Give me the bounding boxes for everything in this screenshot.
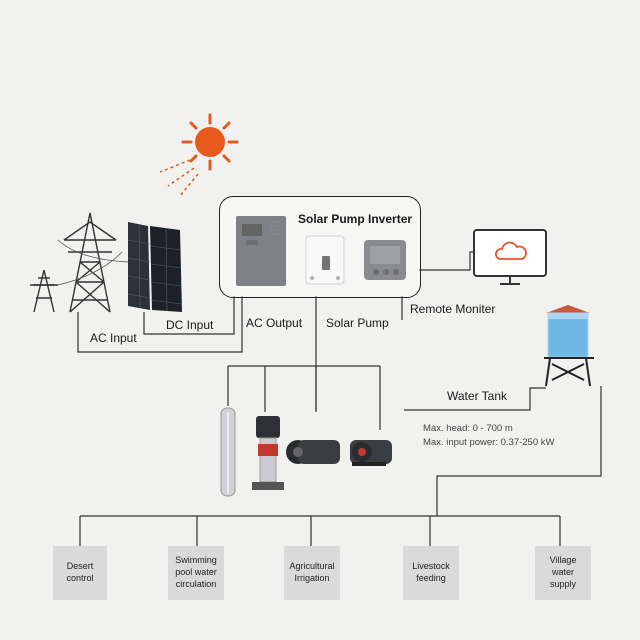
application-box-irrigation: Agricultural Irrigation — [284, 546, 340, 600]
sunlight-arrows-icon — [159, 159, 199, 197]
ac-output-label: AC Output — [246, 316, 303, 330]
monitor-cloud-icon — [473, 229, 547, 285]
inverter-icon — [236, 216, 406, 286]
solar-panel-icon — [127, 222, 182, 312]
water-tank-label: Water Tank — [447, 389, 508, 403]
application-box-livestock: Livestock feeding — [403, 546, 459, 600]
power-tower-icon — [30, 212, 131, 313]
sun-icon — [181, 113, 239, 171]
remote-monitor-label: Remote Moniter — [410, 302, 496, 316]
max-input-power-spec: Max. input power: 0.37-250 kW — [423, 437, 555, 448]
application-box-desert: Desert control — [53, 546, 107, 600]
connection-lines — [77, 251, 602, 546]
inverter-title: Solar Pump Inverter — [298, 212, 413, 226]
solar-pump-label: Solar Pump — [326, 316, 389, 330]
pump-icon — [220, 407, 392, 497]
application-box-village: Village water supply — [535, 546, 591, 600]
max-head-spec: Max. head: 0 - 700 m — [423, 423, 513, 434]
dc-input-label: DC Input — [166, 318, 214, 332]
application-box-pool: Swimming pool water circulation — [168, 546, 224, 600]
water-tank-icon — [544, 305, 594, 387]
inverter-group-frame — [219, 196, 421, 298]
ac-input-label: AC Input — [90, 331, 137, 345]
